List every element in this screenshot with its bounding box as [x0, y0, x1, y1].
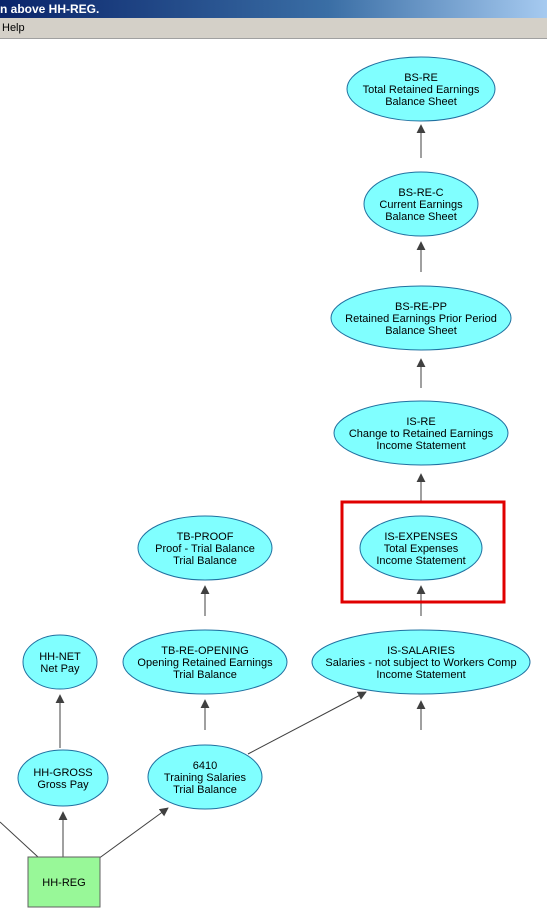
edge-arrow [247, 691, 367, 755]
edge-arrow [0, 821, 39, 858]
node-label-line: Income Statement [376, 669, 465, 681]
node-shape [27, 856, 101, 908]
node-shape [147, 744, 263, 810]
highlight-box [340, 500, 506, 604]
node-label-line: Salaries - not subject to Workers Comp [325, 657, 516, 669]
node-label-line: Trial Balance [173, 669, 237, 681]
edges [0, 124, 426, 860]
node-label-line: Proof - Trial Balance [155, 543, 255, 555]
node-label-line: BS-RE-PP [395, 301, 447, 313]
node-label-line: TB-PROOF [177, 531, 234, 543]
node-label-line: Balance Sheet [385, 211, 457, 223]
node-shape [346, 56, 496, 122]
node-label-line: Total Retained Earnings [363, 84, 480, 96]
node-label-line: HH-GROSS [33, 767, 92, 779]
node-shape [330, 285, 512, 351]
node-label-line: 6410 [193, 760, 217, 772]
node-label-line: Opening Retained Earnings [137, 657, 273, 669]
node-label-line: Gross Pay [37, 779, 89, 791]
node-label-line: Balance Sheet [385, 96, 457, 108]
node-shape [22, 634, 98, 690]
node-shape [363, 171, 479, 237]
edge-arrow [97, 807, 169, 860]
node-label-line: Total Expenses [384, 543, 459, 555]
node-shape [333, 400, 509, 466]
node-shape [137, 515, 273, 581]
node-hh-reg[interactable]: HH-REG [27, 856, 101, 908]
node-shape [311, 629, 531, 695]
node-label-line: Change to Retained Earnings [349, 428, 494, 440]
node-shape [122, 629, 288, 695]
menu-bar: Help [0, 18, 547, 39]
node-label-line: Retained Earnings Prior Period [345, 313, 497, 325]
node-label-line: HH-REG [42, 877, 85, 889]
node-label-line: IS-SALARIES [387, 645, 455, 657]
node-shape [359, 515, 483, 581]
node-label-line: BS-RE-C [398, 187, 443, 199]
node-label-line: IS-RE [406, 416, 435, 428]
node-label-line: Trial Balance [173, 555, 237, 567]
node-label-line: Balance Sheet [385, 325, 457, 337]
node-label-line: Income Statement [376, 440, 465, 452]
menu-help[interactable]: Help [2, 22, 25, 34]
node-label-line: BS-RE [404, 72, 438, 84]
node-label-line: TB-RE-OPENING [161, 645, 248, 657]
node-shape [17, 749, 109, 807]
node-label-line: Trial Balance [173, 784, 237, 796]
node-label-line: Current Earnings [379, 199, 463, 211]
node-label-line: Training Salaries [164, 772, 247, 784]
node-label-line: HH-NET [39, 651, 81, 663]
node-label-line: IS-EXPENSES [384, 531, 457, 543]
node-label-line: Income Statement [376, 555, 465, 567]
window-title: n above HH-REG. [0, 0, 547, 18]
node-label-line: Net Pay [40, 663, 80, 675]
